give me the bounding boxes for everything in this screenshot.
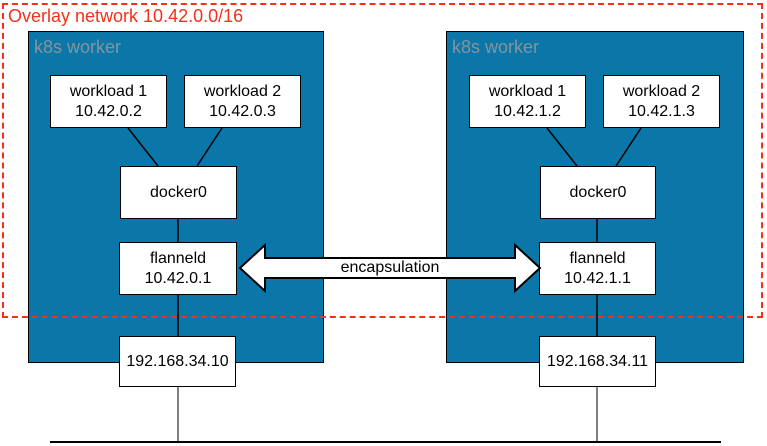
flannel-ip: 10.42.1.1	[564, 269, 631, 287]
workload-name: workload 2	[622, 82, 701, 100]
workload-box: workload 1 10.42.0.2	[50, 75, 167, 128]
workload-ip: 10.42.0.3	[209, 102, 276, 120]
workload-name: workload 1	[488, 82, 567, 100]
workload-ip: 10.42.1.3	[628, 102, 695, 120]
workload-name: workload 2	[203, 82, 282, 100]
flannel-name: flanneld	[149, 249, 207, 267]
overlay-network-label: Overlay network 10.42.0.0/16	[8, 6, 244, 26]
workload-ip: 10.42.1.2	[494, 102, 561, 120]
workload-box: workload 2 10.42.1.3	[603, 75, 720, 128]
workload-box: workload 1 10.42.1.2	[469, 75, 586, 128]
flanneld-box: flanneld 10.42.0.1	[119, 242, 237, 295]
bridge-name: docker0	[569, 183, 627, 201]
worker-label: k8s worker	[34, 37, 122, 57]
encapsulation-label: encapsulation	[340, 259, 440, 276]
workload-ip: 10.42.0.2	[75, 102, 142, 120]
host-ip: 192.168.34.10	[126, 352, 229, 370]
host-ip: 192.168.34.11	[546, 352, 649, 370]
flannel-name: flanneld	[569, 249, 626, 267]
flannel-ip: 10.42.0.1	[144, 269, 212, 287]
bridge-name: docker0	[150, 183, 207, 201]
docker0-box: docker0	[120, 166, 237, 219]
host-ip-box: 192.168.34.11	[539, 336, 656, 387]
workload-box: workload 2 10.42.0.3	[184, 75, 301, 128]
workload-name: workload 1	[69, 82, 148, 100]
host-ip-box: 192.168.34.10	[119, 336, 236, 387]
worker-label: k8s worker	[452, 37, 540, 57]
docker0-box: docker0	[540, 166, 656, 219]
